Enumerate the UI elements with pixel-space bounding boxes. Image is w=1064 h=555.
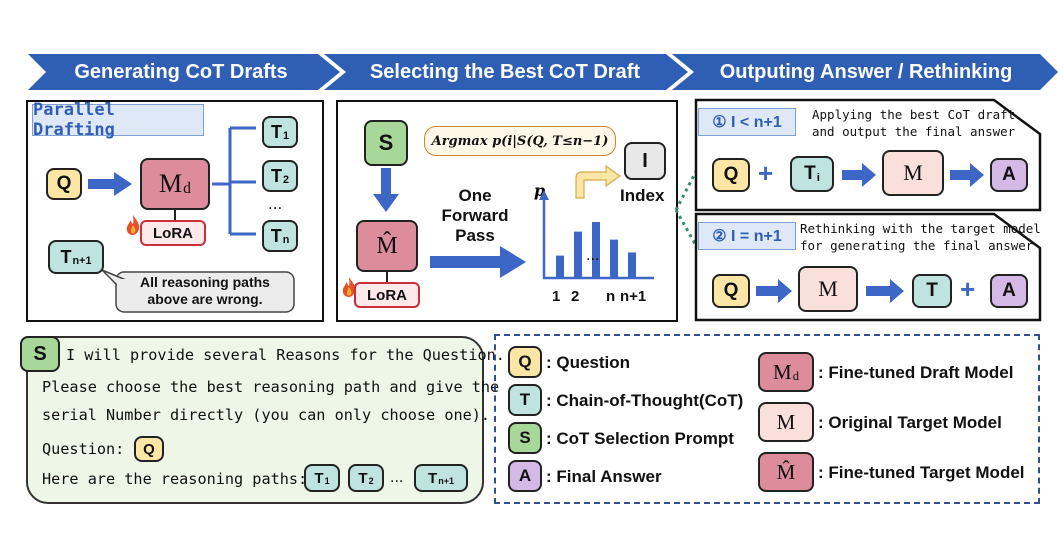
draft-lora-connector — [174, 210, 176, 220]
legend-a-desc: : Final Answer — [546, 467, 662, 486]
question-token: Q — [46, 168, 82, 200]
forward-pass-arrow — [430, 246, 526, 278]
tick-n1: n+1 — [620, 288, 647, 305]
prob-bar-6 — [628, 252, 636, 278]
case1-target-model-token: M — [882, 150, 944, 196]
case2-thought-token: T — [912, 274, 952, 308]
stage2-heading: Selecting the Best CoT Draft — [369, 61, 641, 83]
prompt-question-label: Question: — [42, 440, 125, 458]
stage2-chevron — [324, 54, 688, 90]
legend-m-desc: : Original Target Model — [818, 413, 1002, 432]
legend-a-token: A — [508, 460, 542, 492]
case1-arrow-to-model — [842, 163, 876, 187]
target-lora-connector — [386, 272, 388, 282]
stage3-chevron — [672, 54, 1058, 90]
legend-mhat-token: M̂ — [758, 452, 814, 492]
prompt-line-3: serial Number directly (you can only cho… — [42, 406, 491, 424]
prompt-line-1: I will provide several Reasons for the Q… — [66, 346, 505, 364]
legend-q-desc: : Question — [546, 353, 631, 372]
tick-1: 1 — [552, 288, 561, 305]
arrow-q-to-draft — [88, 172, 132, 196]
legend-s-token: S — [508, 422, 542, 454]
probability-bar-chart: p ... — [534, 181, 654, 280]
speech-bubble — [101, 269, 295, 313]
case1-plus: + — [758, 158, 774, 188]
case1-label: ① I < n+1 — [698, 108, 796, 136]
legend-q-token: Q — [508, 346, 542, 378]
selection-prompt-box — [26, 336, 484, 504]
draft-cot-ellipsis: ... — [268, 195, 283, 213]
prob-bar-1 — [556, 255, 564, 278]
legend-m-token: M — [758, 402, 814, 442]
parallel-drafting-title: Parallel Drafting — [32, 100, 204, 140]
prompt-question-token: Q — [134, 436, 164, 462]
case1-question-token: Q — [712, 158, 750, 192]
stage1-chevron — [28, 54, 340, 90]
header-chevrons — [28, 54, 1058, 90]
arrow-s-to-model — [373, 168, 399, 212]
prompt-ellipsis: ... — [390, 470, 404, 486]
legend-s-desc: : CoT Selection Prompt — [546, 429, 734, 448]
target-lora-box: LoRA — [354, 282, 420, 308]
stage1-heading: Generating CoT Drafts — [74, 61, 288, 83]
fire-icon — [126, 215, 140, 235]
case2-arrow-to-model — [756, 279, 792, 303]
fire-icon — [342, 277, 356, 297]
case2-question-token: Q — [712, 274, 750, 308]
case1-arrow-to-answer — [950, 163, 984, 187]
tick-2: 2 — [571, 288, 580, 305]
stage3-heading: Outputing Answer / Rethinking — [719, 61, 1013, 83]
index-label: Index — [620, 186, 665, 205]
legend-md-desc: : Fine-tuned Draft Model — [818, 363, 1014, 382]
target-model-hat-token: M̂ — [356, 220, 418, 272]
index-token: I — [624, 142, 666, 180]
legend-mhat-desc: : Fine-tuned Target Model — [818, 463, 1025, 482]
case2-target-model-token: M — [798, 266, 858, 312]
case2-label: ② I = n+1 — [698, 222, 796, 250]
prob-bar-5 — [610, 239, 618, 278]
case2-arrow-to-thought — [866, 279, 904, 303]
tick-n: n — [606, 288, 616, 305]
case2-plus: + — [960, 274, 976, 304]
draft-lora-box: LoRA — [140, 220, 206, 246]
prob-bar-2 — [574, 231, 582, 278]
case1-answer-token: A — [990, 158, 1028, 192]
selection-prompt-token: S — [364, 120, 408, 166]
draft-branch-bracket — [212, 126, 256, 236]
legend-t-desc: : Chain-of-Thought(CoT) — [546, 391, 744, 410]
case2-answer-token: A — [990, 274, 1028, 308]
argmax-formula: Argmax p(i|S(Q, T≤n−1) — [424, 126, 616, 156]
prompt-line-2: Please choose the best reasoning path an… — [42, 378, 500, 396]
legend-box — [494, 334, 1040, 504]
bars-ellipsis: ... — [586, 248, 599, 264]
p-axis-label: p — [534, 181, 545, 200]
prob-bar-3 — [592, 222, 600, 278]
y-axis-arrowhead — [539, 190, 549, 200]
prompt-paths-label: Here are the reasoning paths: — [42, 470, 308, 488]
legend-t-token: T — [508, 384, 542, 416]
prompt-s-token: S — [20, 336, 60, 372]
index-bent-arrow — [575, 164, 622, 199]
